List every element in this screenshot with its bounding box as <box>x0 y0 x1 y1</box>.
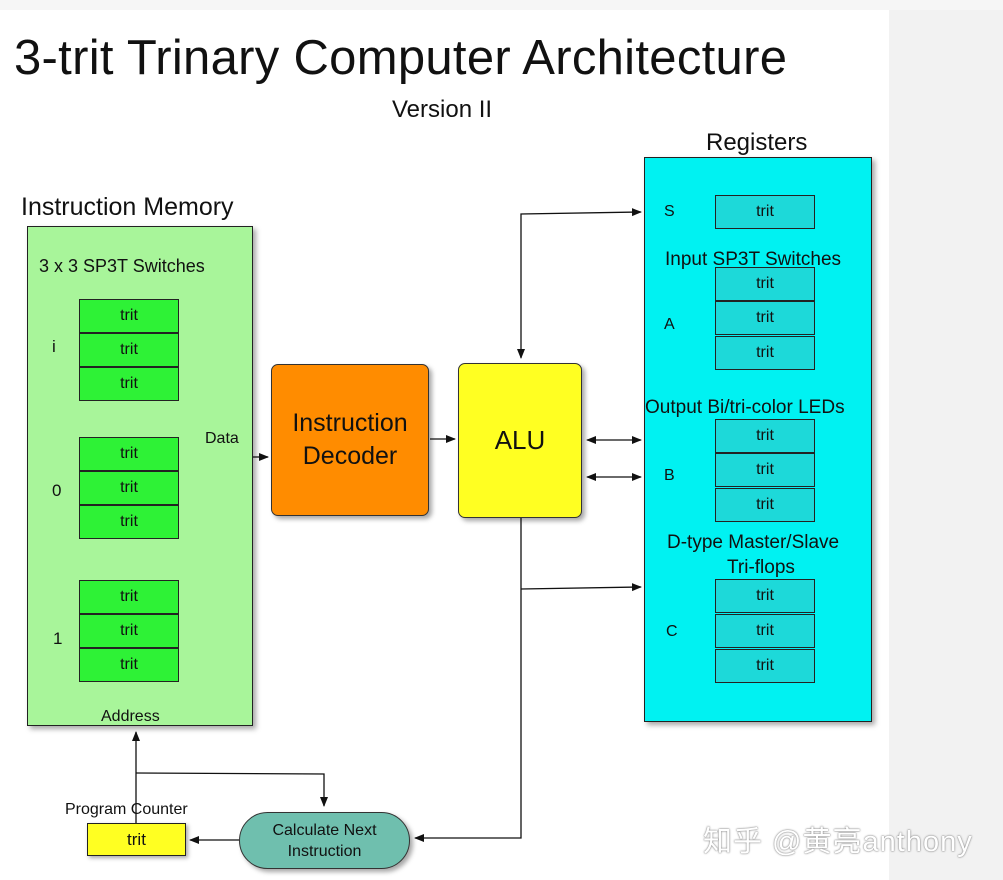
trit-cell: trit <box>79 299 179 333</box>
right-side-panel <box>889 10 1003 880</box>
alu-to-c-arrow <box>520 583 642 592</box>
row-label-i: i <box>52 337 56 356</box>
address-label: Address <box>101 708 160 725</box>
trit-cell: trit <box>715 488 815 522</box>
trit-cell: trit <box>79 580 179 614</box>
trit-cell: trit <box>715 649 815 683</box>
input-switches-label: Input SP3T Switches <box>665 249 842 270</box>
row-label-0: 0 <box>52 481 62 500</box>
register-b-label: B <box>664 467 675 484</box>
output-leds-label: Output Bi/tri-color LEDs <box>645 397 845 418</box>
switches-label: 3 x 3 SP3T Switches <box>39 256 205 276</box>
trit-cell: trit <box>79 648 179 682</box>
calc-next-line1: Calculate Next <box>272 821 377 839</box>
registers-heading: Registers <box>706 129 808 156</box>
trit-cell: trit <box>715 267 815 301</box>
trit-cell: trit <box>79 333 179 367</box>
alu-to-calc-wire <box>414 518 522 842</box>
trit-cell: trit <box>79 614 179 648</box>
trit-cell: trit <box>79 437 179 471</box>
alu-block: ALU <box>458 363 582 518</box>
data-label: Data <box>205 430 239 447</box>
top-band <box>0 0 1003 10</box>
program-counter-label: Program Counter <box>65 801 188 818</box>
dtype-label-line1: D-type Master/Slave <box>667 532 840 553</box>
decoder-label-line1: Instruction <box>292 409 408 437</box>
diagram-subtitle: Version II <box>392 96 493 123</box>
dtype-label-line2: Tri-flops <box>727 557 795 578</box>
calculate-next-instruction-block: Calculate Next Instruction <box>239 812 410 869</box>
instruction-memory-heading: Instruction Memory <box>21 193 234 221</box>
diagram-title: 3-trit Trinary Computer Architecture <box>14 31 788 85</box>
pc-to-calc-wire <box>135 772 328 807</box>
register-s-label: S <box>664 203 675 220</box>
trit-cell: trit <box>79 471 179 505</box>
register-a-label: A <box>664 316 675 333</box>
row-label-1: 1 <box>53 629 63 648</box>
register-c-label: C <box>666 623 678 640</box>
decoder-label-line2: Decoder <box>302 442 398 470</box>
trit-cell: trit <box>715 614 815 648</box>
program-counter-box: trit <box>87 823 186 856</box>
trit-cell: trit <box>715 336 815 370</box>
trit-cell: trit <box>715 301 815 335</box>
s-register-wire <box>517 208 642 359</box>
alu-label: ALU <box>494 425 546 455</box>
trit-cell: trit <box>79 367 179 401</box>
program-counter-cell: trit <box>127 829 146 849</box>
calc-next-line2: Instruction <box>287 842 362 860</box>
trit-cell: trit <box>715 579 815 613</box>
trit-cell: trit <box>79 505 179 539</box>
trit-cell: trit <box>715 453 815 487</box>
watermark: 知乎 @黄亮anthony <box>703 826 973 858</box>
instruction-decoder-block: Instruction Decoder <box>271 364 429 516</box>
trit-cell: trit <box>715 195 815 229</box>
trit-cell: trit <box>715 419 815 453</box>
